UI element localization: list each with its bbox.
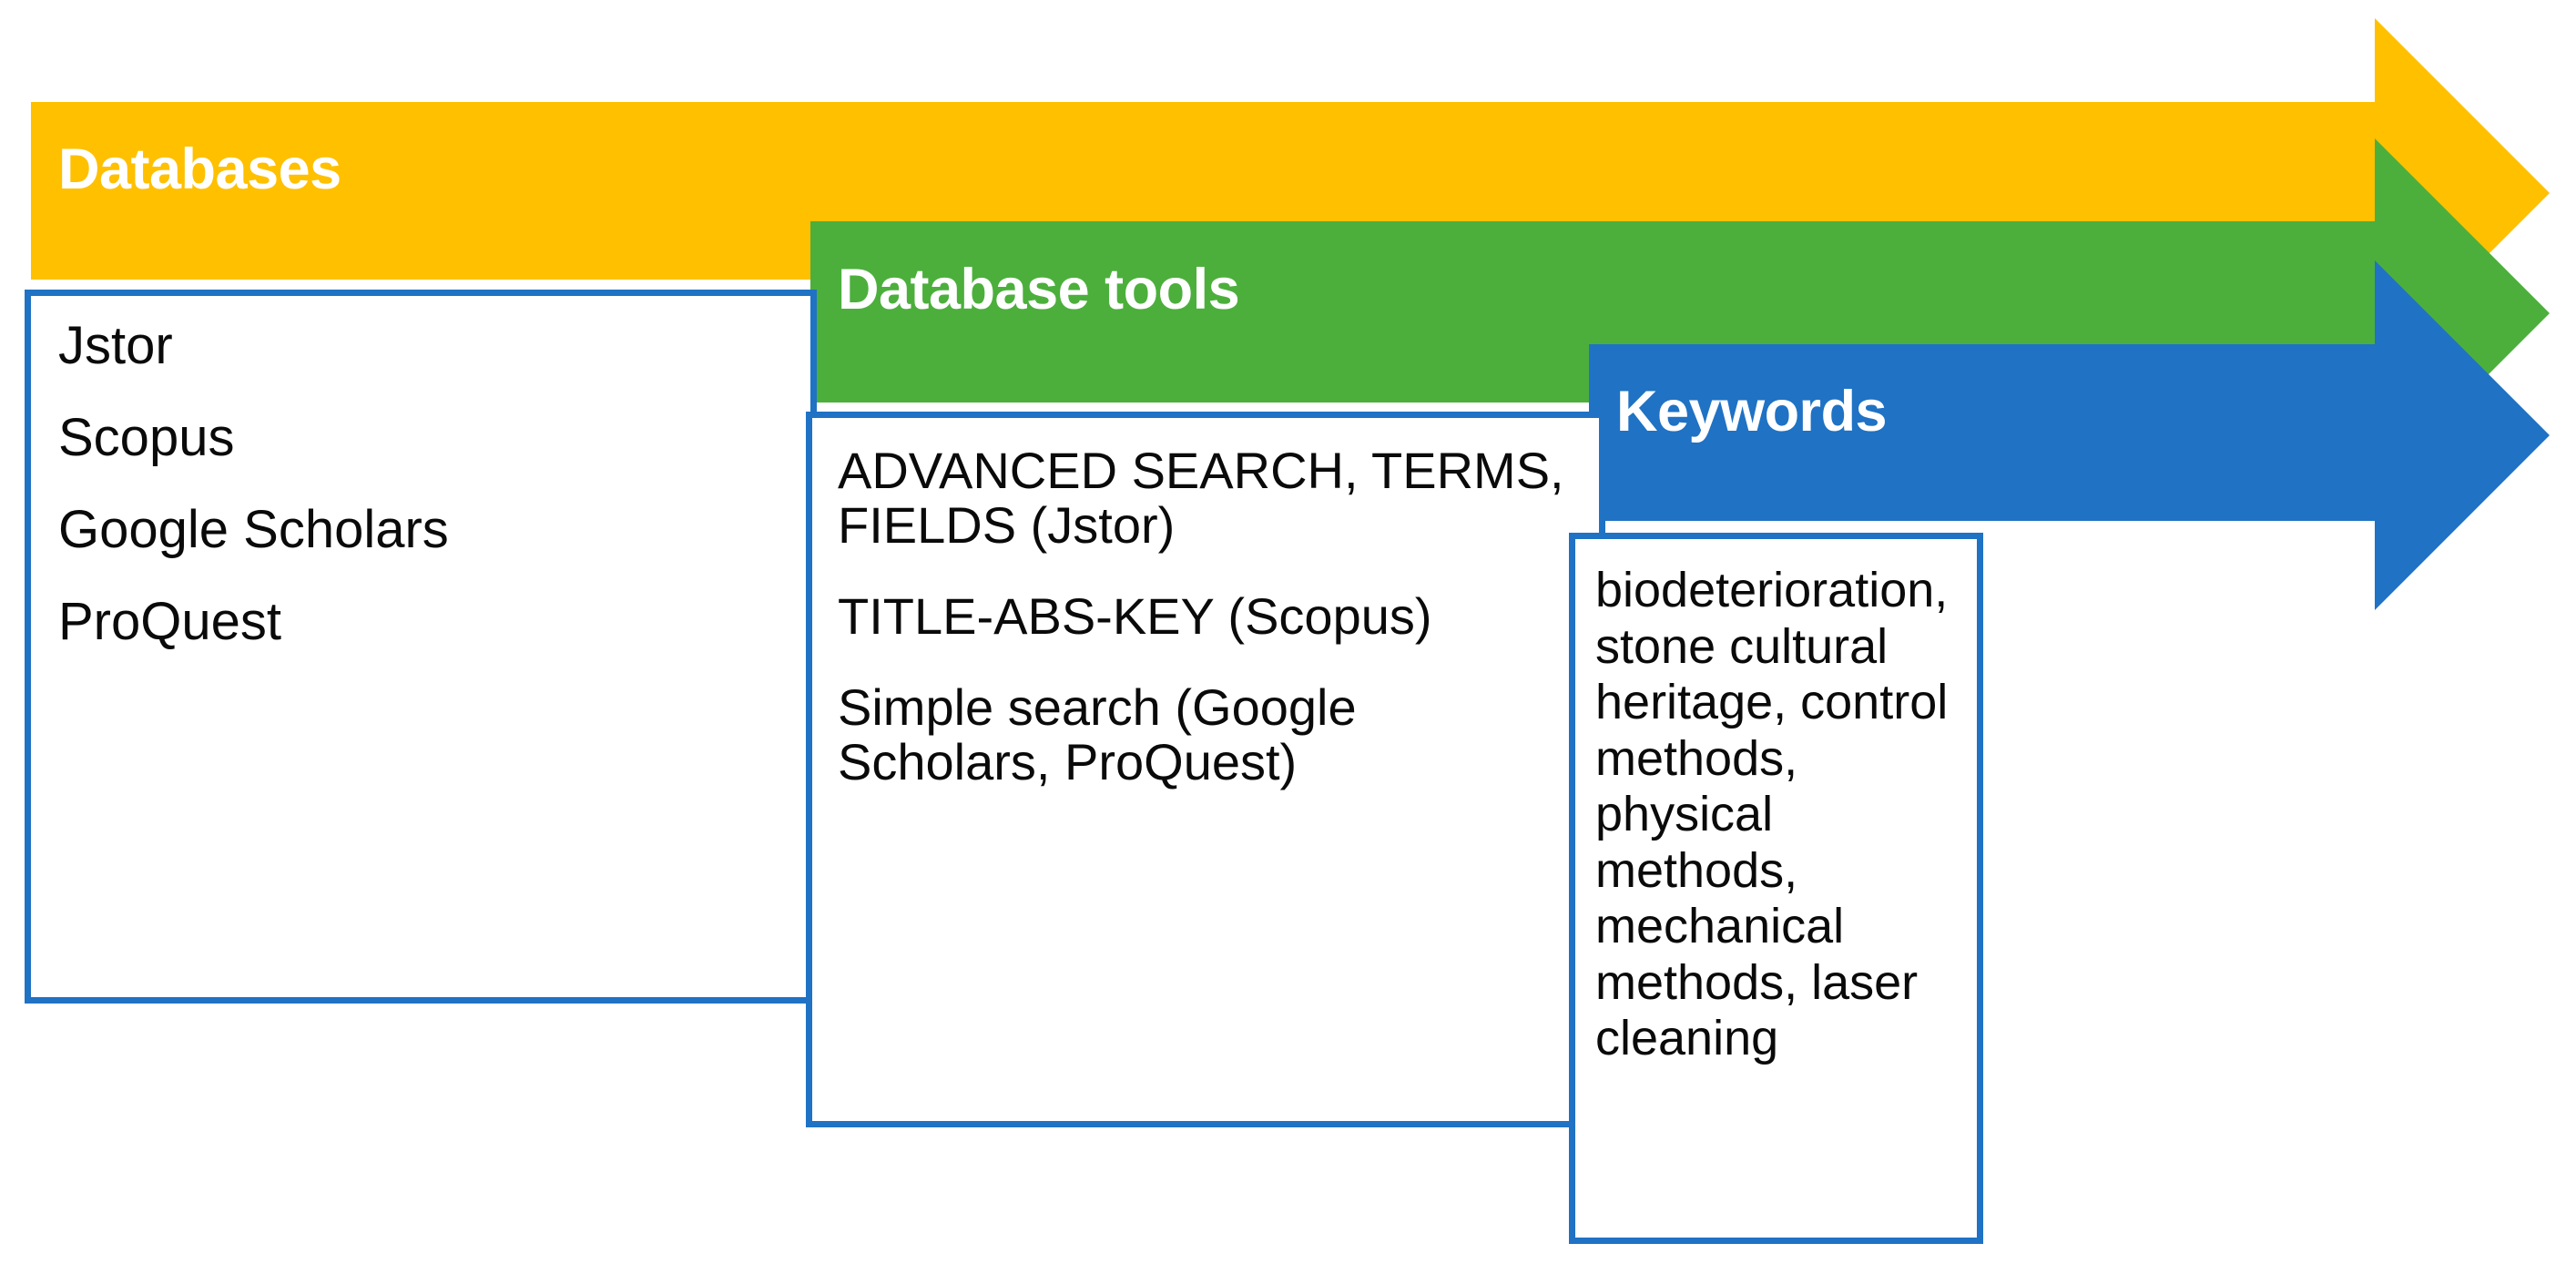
keywords-paragraph: biodeterioration, stone cultural heritag… — [1595, 563, 1949, 1066]
list-item: Google Scholars — [58, 500, 449, 559]
keywords-list: biodeterioration, stone cultural heritag… — [1575, 539, 1977, 1067]
list-item: Simple search (Google Scholars, ProQuest… — [838, 678, 1357, 790]
content-box-database-tools: ADVANCED SEARCH, TERMS, FIELDS (Jstor) T… — [806, 412, 1605, 1127]
content-box-databases: Jstor Scopus Google Scholars ProQuest — [25, 290, 817, 1004]
list-item: Jstor — [58, 316, 173, 375]
list-item: Scopus — [58, 408, 235, 467]
stage-header-databases: Databases — [58, 138, 341, 201]
content-box-keywords: biodeterioration, stone cultural heritag… — [1569, 533, 1983, 1244]
stage-header-database-tools: Database tools — [838, 258, 1240, 321]
stage-header-keywords: Keywords — [1616, 380, 1888, 443]
databases-list: Jstor Scopus Google Scholars ProQuest — [31, 296, 810, 688]
database-tools-list: ADVANCED SEARCH, TERMS, FIELDS (Jstor) T… — [812, 418, 1599, 826]
list-item: ProQuest — [58, 592, 281, 651]
list-item: TITLE-ABS-KEY (Scopus) — [838, 586, 1432, 645]
list-item: ADVANCED SEARCH, TERMS, FIELDS (Jstor) — [838, 442, 1564, 554]
